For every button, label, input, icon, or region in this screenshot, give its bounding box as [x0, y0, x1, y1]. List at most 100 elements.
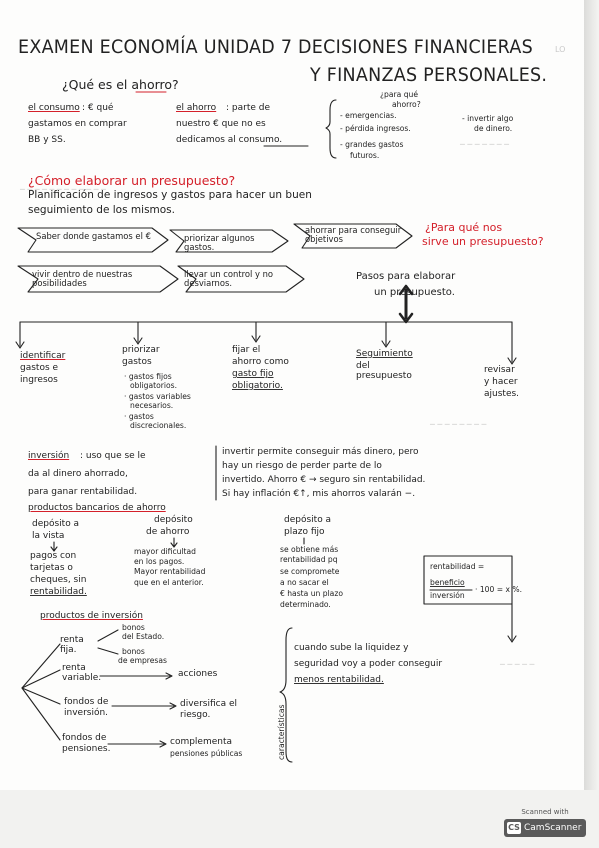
deposito-ahorro-desc-3: Mayor rentabilidad	[134, 567, 206, 576]
planificacion-2: seguimiento de los mismos.	[28, 204, 175, 216]
gastos-tipo-3: · gastos variables	[124, 392, 191, 401]
fondos-pensiones-2: pensiones.	[62, 744, 111, 754]
fondos-inversion-2: inversión.	[64, 708, 109, 718]
inversion-def-2: da al dinero ahorrado,	[28, 469, 128, 479]
question-para-que-2: sirve un presupuesto?	[422, 235, 544, 248]
gastos-tipo-1: · gastos fijos	[124, 372, 172, 381]
complementa-2: pensiones públicas	[170, 749, 243, 758]
productos-ahorro-title: productos bancarios de ahorro	[28, 503, 166, 513]
cuando-sube-1: cuando sube la liquidez y	[294, 643, 409, 653]
bonos-estado-2: del Estado.	[122, 632, 165, 641]
deposito-plazo-desc-1: se obtiene más	[280, 545, 339, 554]
inversion-riesgo-1: invertir permite conseguir más dinero, p…	[222, 447, 419, 457]
paso-2-l1: priorizar	[122, 345, 160, 355]
inversion-def-3: para ganar rentabilidad.	[28, 487, 138, 497]
deposito-ahorro-1: depósito	[154, 515, 193, 525]
deposito-ahorro-2: de ahorro	[146, 527, 190, 537]
consumo-def-1: : € qué	[82, 103, 114, 113]
deposito-plazo-desc-6: determinado.	[280, 600, 331, 609]
diversifica-1: diversifica el	[180, 699, 237, 709]
invertir-reason-1: - invertir algo	[462, 114, 514, 123]
ahorro-reason-1: - emergencias.	[340, 111, 397, 120]
arrow-shape-ahorrar	[293, 223, 413, 249]
ahorro-def-2: nuestro € que no es	[176, 119, 266, 129]
bonos-estado-1: bonos	[122, 623, 145, 632]
deposito-plazo-desc-3: se compromete	[280, 567, 340, 576]
ahorro-def-1: : parte de	[226, 103, 270, 113]
scanner-name: CamScanner	[524, 823, 582, 833]
gastos-tipo-5: · gastos	[124, 412, 154, 421]
deposito-plazo-desc-2: rentabilidad pq	[280, 555, 338, 564]
paso-1-l1: identificar	[20, 351, 66, 361]
arrow-label-priorizar: priorizar algunos gastos.	[184, 233, 255, 252]
paso-1-l2: gastos e	[20, 363, 59, 373]
deposito-plazo-1: depósito a	[284, 515, 332, 525]
complementa-1: complementa	[170, 737, 233, 747]
fondos-inversion-1: fondos de	[64, 697, 109, 707]
paso-3-l3: gasto fijo	[232, 369, 274, 379]
consumo-def-3: BB y SS.	[28, 135, 66, 145]
paso-4-l2: del	[356, 361, 370, 371]
ahorro-term: el ahorro	[176, 103, 217, 113]
question-ahorro: ¿Qué es el ahorro?	[62, 77, 179, 92]
acciones: acciones	[178, 669, 218, 679]
paso-3-l1: fijar el	[232, 345, 261, 355]
bonos-empresas-1: bonos	[122, 647, 145, 656]
ahorro-reason-2: - pérdida ingresos.	[340, 124, 411, 133]
question-para-que-1: ¿Para qué nos	[425, 221, 503, 234]
formula-left: rentabilidad =	[430, 562, 485, 571]
arrow-shape-vivir	[17, 265, 179, 293]
paso-5-l1: revisar	[484, 365, 515, 375]
renta-fija-2: fija.	[60, 645, 77, 655]
deposito-vista-desc-1: pagos con	[30, 551, 77, 561]
renta-variable-2: variable.	[62, 673, 102, 683]
deposito-plazo-2: plazo fijo	[284, 527, 325, 537]
deposito-ahorro-desc-4: que en el anterior.	[134, 578, 204, 587]
deposito-vista-desc-2: tarjetas o	[30, 563, 73, 573]
diversifica-2: riesgo.	[180, 710, 211, 720]
cuando-sube-3: menos rentabilidad.	[294, 675, 384, 685]
consumo-term: el consumo	[28, 103, 80, 113]
arrow-label-saber: Saber donde gastamos el €	[36, 231, 151, 241]
invertir-reason-2: de dinero.	[474, 124, 513, 133]
inversion-riesgo-4: Si hay inflación €↑, mis ahorros valarán…	[222, 489, 416, 499]
paso-1-l3: ingresos	[20, 375, 58, 385]
arrow-shape-priorizar	[169, 229, 289, 253]
paso-5-l3: ajustes.	[484, 389, 520, 399]
scanner-bar: CS CamScanner	[504, 819, 586, 837]
formula-denominator: inversión	[430, 591, 465, 600]
page-subtitle: Y FINANZAS PERSONALES.	[310, 64, 548, 86]
paso-3-l4: obligatorio.	[232, 381, 283, 391]
pasos-title-2: un presupuesto.	[374, 287, 455, 298]
deposito-ahorro-desc-2: en los pagos.	[134, 557, 185, 566]
inversion-term: inversión	[28, 451, 70, 461]
deposito-plazo-desc-4: a no sacar el	[280, 578, 329, 587]
deposito-vista-desc-4: rentabilidad.	[30, 587, 87, 597]
arrow-shape-control	[177, 265, 305, 293]
formula-numerator: beneficio	[430, 578, 465, 587]
consumo-def-2: gastamos en comprar	[28, 119, 127, 129]
ahorro-reason-3: - grandes gastos	[340, 140, 404, 149]
paso-2-l2: gastos	[122, 357, 152, 367]
question-presupuesto: ¿Cómo elaborar un presupuesto?	[28, 173, 236, 188]
camscanner-logo-icon: CS	[507, 822, 521, 834]
arrow-label-ahorrar: ahorrar para conseguir objetivos	[305, 225, 402, 244]
page-edge	[584, 0, 599, 790]
ahorro-reason-4: futuros.	[350, 151, 380, 160]
arrow-label-control: llevar un control y no desviarnos.	[184, 269, 274, 288]
productos-inversion-title: productos de inversión	[40, 611, 143, 621]
bonos-empresas-2: de empresas	[118, 656, 167, 665]
fondos-pensiones-1: fondos de	[62, 733, 107, 743]
inversion-def-1: : uso que se le	[80, 451, 146, 461]
scanner-caption: Scanned with	[521, 808, 569, 816]
gastos-tipo-4: necesarios.	[130, 401, 174, 410]
para-que-ahorro-2: ahorro?	[392, 100, 421, 109]
para-que-ahorro-1: ¿para qué	[380, 90, 418, 99]
arrow-shape-saber	[17, 227, 169, 253]
deposito-vista-2: la vista	[32, 531, 65, 541]
deposito-plazo-desc-5: € hasta un plazo	[280, 589, 343, 598]
cuando-sube-2: seguridad voy a poder conseguir	[294, 659, 443, 669]
ahorro-def-3: dedicamos al consumo.	[176, 135, 283, 145]
deposito-vista-desc-3: cheques, sin	[30, 575, 87, 585]
